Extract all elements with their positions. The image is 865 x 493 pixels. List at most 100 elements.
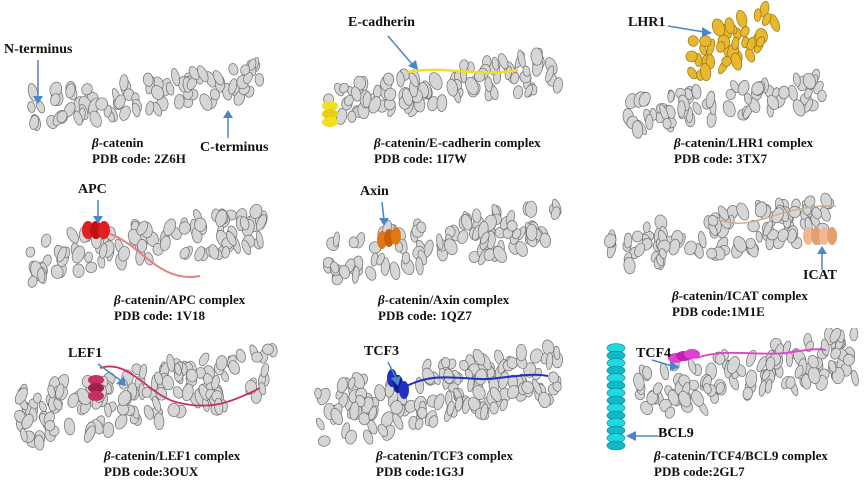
- helix-turn: [348, 111, 356, 123]
- pdb-code: PDB code: 1V18: [114, 308, 245, 324]
- tcf3-label: TCF3: [364, 344, 399, 360]
- icat-arrow: [812, 246, 832, 272]
- helix-turn: [216, 355, 228, 370]
- caption-text: -catenin/Axin complex: [385, 292, 510, 307]
- helix-turn: [489, 402, 498, 414]
- helix-turn: [84, 260, 99, 274]
- pdb-code: PDB code:1M1E: [672, 304, 808, 320]
- helix-turn: [402, 252, 410, 264]
- helix-turn: [721, 99, 737, 118]
- bcl9-helix-turn: [607, 441, 625, 450]
- panel-1g3j: TCF3 β-catenin/TCF3 complex PDB code:1G3…: [288, 328, 576, 492]
- helix-turn: [73, 264, 84, 278]
- caption-2z6h: β-catenin PDB code: 2Z6H: [92, 135, 186, 167]
- caption-text: -catenin/ICAT complex: [679, 288, 808, 303]
- helix-turn: [349, 237, 359, 248]
- helix-turn: [754, 9, 762, 22]
- helix-turn: [734, 201, 751, 222]
- helix-turn: [491, 244, 509, 265]
- helix-turn: [818, 90, 827, 102]
- caption-1v18: β-catenin/APC complex PDB code: 1V18: [114, 292, 245, 324]
- helix-turn: [735, 9, 749, 29]
- helix-turn: [103, 422, 114, 437]
- helix-turn: [142, 404, 155, 421]
- helix-turn: [745, 349, 759, 368]
- helix-turn: [194, 218, 206, 232]
- caption-italic: β: [114, 292, 121, 307]
- lhr1-label: LHR1: [628, 15, 665, 31]
- helix-turn: [513, 85, 524, 99]
- helix-turn: [779, 86, 789, 99]
- e-cadherin-helix: [322, 101, 338, 127]
- helix-turn: [792, 72, 801, 86]
- caption-italic: β: [378, 292, 385, 307]
- c-terminus-arrow: [218, 110, 238, 140]
- caption-text: -catenin/TCF4/BCL9 complex: [661, 448, 828, 463]
- helix-turn: [678, 101, 686, 117]
- caption-2gl7: β-catenin/TCF4/BCL9 complex PDB code:2GL…: [654, 448, 828, 480]
- helix-turn: [25, 246, 36, 258]
- helix-turn: [145, 101, 155, 116]
- lef1-arrow: [96, 362, 136, 392]
- panel-3oux: LEF1 β-catenin/LEF1 complex PDB code:3OU…: [0, 328, 288, 492]
- caption-italic: β: [374, 135, 381, 150]
- caption-text: -catenin/LHR1 complex: [681, 135, 814, 150]
- apc-label: APC: [78, 182, 107, 198]
- caption-text: -catenin: [99, 135, 144, 150]
- helix-turn: [516, 344, 526, 361]
- helix-turn: [526, 224, 537, 241]
- helix-turn: [459, 59, 469, 71]
- helix-turn: [437, 94, 448, 111]
- helix-turn: [84, 252, 93, 264]
- helix-turn: [137, 239, 147, 252]
- helix-turn: [227, 62, 239, 76]
- caption-3tx7: β-catenin/LHR1 complex PDB code: 3TX7: [674, 135, 813, 167]
- bcl9-arrow: [624, 426, 664, 446]
- caption-text: -catenin/TCF3 complex: [383, 448, 513, 463]
- helix-turn: [333, 232, 341, 248]
- helix-turn: [373, 85, 381, 99]
- helix-turn: [197, 351, 211, 367]
- helix-turn: [40, 233, 52, 248]
- caption-1qz7: β-catenin/Axin complex PDB code: 1QZ7: [378, 292, 509, 324]
- caption-1i7w: β-catenin/E-cadherin complex PDB code: 1…: [374, 135, 541, 167]
- helix-turn: [154, 413, 165, 430]
- n-terminus-arrow: [28, 58, 48, 108]
- panel-1v18: APC β-catenin/APC complex PDB code: 1V18: [0, 164, 288, 328]
- apc-arrow: [88, 198, 108, 228]
- helix-turn: [364, 265, 378, 282]
- panel-1i7w: E-cadherin β-catenin/E-cadherin complex …: [288, 0, 576, 164]
- helix-turn: [645, 114, 653, 129]
- pdb-code: PDB code: 1QZ7: [378, 308, 509, 324]
- e-cadherin-label: E-cadherin: [348, 15, 415, 31]
- helix-turn: [168, 403, 180, 416]
- caption-italic: β: [104, 448, 111, 463]
- caption-1m1e: β-catenin/ICAT complex PDB code:1M1E: [672, 288, 808, 320]
- tcf4-arrow: [650, 356, 690, 376]
- helix-turn: [235, 348, 248, 363]
- axin-label: Axin: [360, 184, 389, 200]
- helix-turn: [174, 94, 185, 110]
- helix-turn: [255, 73, 265, 86]
- bcl9-helix: [607, 344, 625, 451]
- helix-turn: [315, 388, 322, 399]
- panel-2z6h: N-terminus C-terminus β-catenin PDB code…: [0, 0, 288, 164]
- caption-1g3j: β-catenin/TCF3 complex PDB code:1G3J: [376, 448, 513, 480]
- caption-text: -catenin/APC complex: [121, 292, 246, 307]
- caption-text: -catenin/E-cadherin complex: [381, 135, 541, 150]
- helix-turn: [525, 201, 536, 217]
- caption-3oux: β-catenin/LEF1 complex PDB code:3OUX: [104, 448, 240, 480]
- pdb-code: PDB code:1G3J: [376, 464, 513, 480]
- caption-italic: β: [672, 288, 679, 303]
- helix-turn: [472, 208, 482, 222]
- pdb-code: PDB code:3OUX: [104, 464, 240, 480]
- pdb-code: PDB code:2GL7: [654, 464, 828, 480]
- helix-turn: [755, 231, 763, 243]
- helix-turn: [553, 346, 560, 360]
- helix-turn: [315, 417, 326, 431]
- helix-turn: [63, 417, 76, 435]
- panel-3tx7: LHR1 β-catenin/LHR1 complex PDB code: 3T…: [576, 0, 864, 164]
- helix-turn: [317, 434, 332, 447]
- panel-2gl7: TCF4 BCL9 β-catenin/TCF4/BCL9 complex PD…: [576, 328, 864, 492]
- tcf3-arrow: [384, 360, 414, 390]
